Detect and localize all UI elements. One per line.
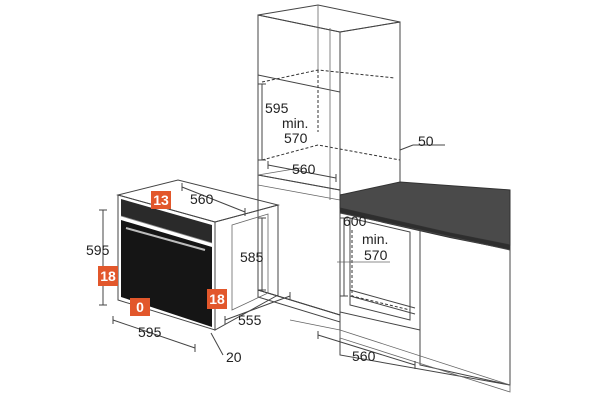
under-counter-dimension-lines xyxy=(317,144,445,369)
tall-cabinet-icon xyxy=(257,4,401,323)
under-counter-min-label: min. xyxy=(362,231,388,247)
oven-dimension-lines xyxy=(99,183,291,356)
under-counter-height-label: 600 xyxy=(343,213,367,229)
tall-cabinet-height-label: 595 xyxy=(265,100,289,116)
under-counter-min-height-label: 570 xyxy=(364,247,388,263)
oven-height-label: 595 xyxy=(86,242,110,258)
oven-badge-top: 13 xyxy=(151,191,171,209)
tall-cabinet-min-label: min. xyxy=(282,115,308,131)
svg-text:0: 0 xyxy=(136,299,144,315)
oven-side-depth-label: 555 xyxy=(238,312,262,328)
worktop-gap-label: 50 xyxy=(418,133,434,149)
oven-badge-right: 18 xyxy=(207,289,227,309)
oven-door-offset-label: 20 xyxy=(226,349,242,365)
under-counter-units xyxy=(289,181,511,393)
tall-cabinet-min-height-label: 570 xyxy=(284,130,308,146)
tall-cabinet-dimension-lines xyxy=(258,83,337,182)
oven-top-depth-label: 560 xyxy=(190,191,214,207)
svg-text:18: 18 xyxy=(100,268,116,284)
oven-badge-left: 18 xyxy=(98,266,118,286)
svg-text:13: 13 xyxy=(153,192,169,208)
tall-cabinet-depth-label: 560 xyxy=(292,161,316,177)
oven-width-label: 595 xyxy=(138,324,162,340)
under-counter-width-label: 560 xyxy=(352,348,376,364)
svg-text:18: 18 xyxy=(209,291,225,307)
oven-body-height-label: 585 xyxy=(240,249,264,265)
oven-badge-bottom: 0 xyxy=(130,298,150,316)
